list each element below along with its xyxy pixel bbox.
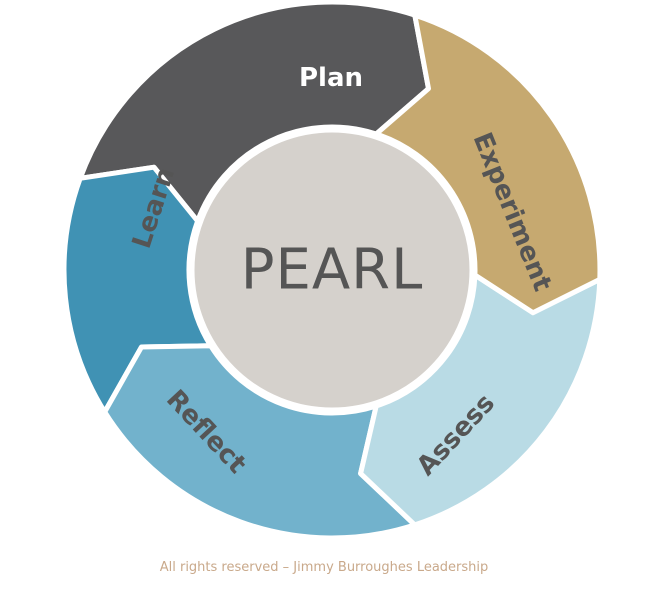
segment-reflect (102, 343, 418, 541)
segment-learn (61, 164, 214, 415)
center-circle (189, 127, 475, 413)
copyright-footer: All rights reserved – Jimmy Burroughes L… (159, 560, 489, 575)
segment-assess (358, 272, 603, 528)
segment-label-plan: Plan (299, 63, 363, 93)
center-label: PEARL (241, 238, 424, 303)
segment-experiment (373, 12, 603, 316)
segment-plan (77, 0, 431, 224)
